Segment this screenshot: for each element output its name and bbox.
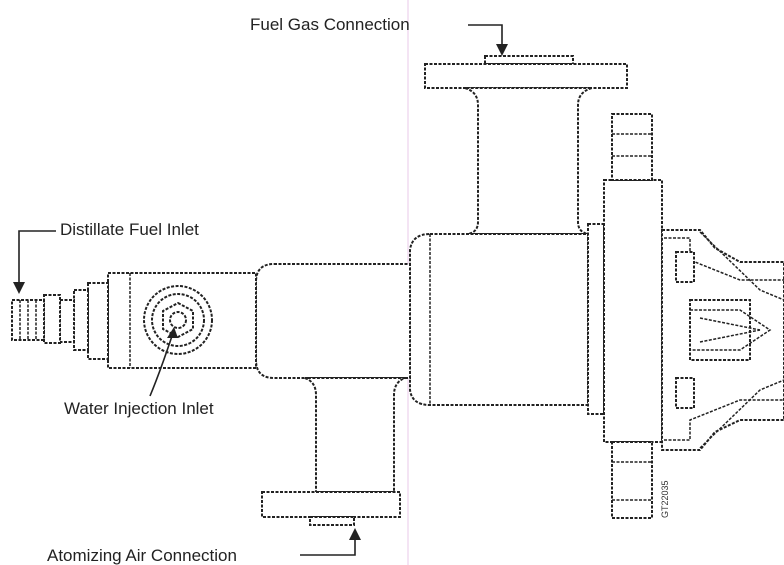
distillate-fuel-fittings-part <box>11 282 109 360</box>
water-injection-inlet-label: Water Injection Inlet <box>64 399 214 418</box>
atomizing-air-connection-label: Atomizing Air Connection <box>47 546 237 565</box>
atomizing-air-connection-part <box>261 377 406 526</box>
fuel-gas-connection-part <box>424 55 628 235</box>
nozzle-tip-part <box>661 229 784 451</box>
center-body-part <box>255 263 411 379</box>
fuel-gas-leader <box>468 24 508 56</box>
distillate-fuel-inlet-label: Distillate Fuel Inlet <box>60 220 199 239</box>
drawing-code-label: GT22035 <box>660 480 670 518</box>
water-injection-block-part <box>107 272 257 369</box>
atomizing-air-leader <box>300 528 361 556</box>
distillate-leader <box>13 230 56 294</box>
main-body-part <box>409 223 605 415</box>
water-injection-leader <box>149 327 178 397</box>
mounting-flange-part <box>603 113 663 519</box>
fuel-gas-connection-label: Fuel Gas Connection <box>250 15 410 34</box>
